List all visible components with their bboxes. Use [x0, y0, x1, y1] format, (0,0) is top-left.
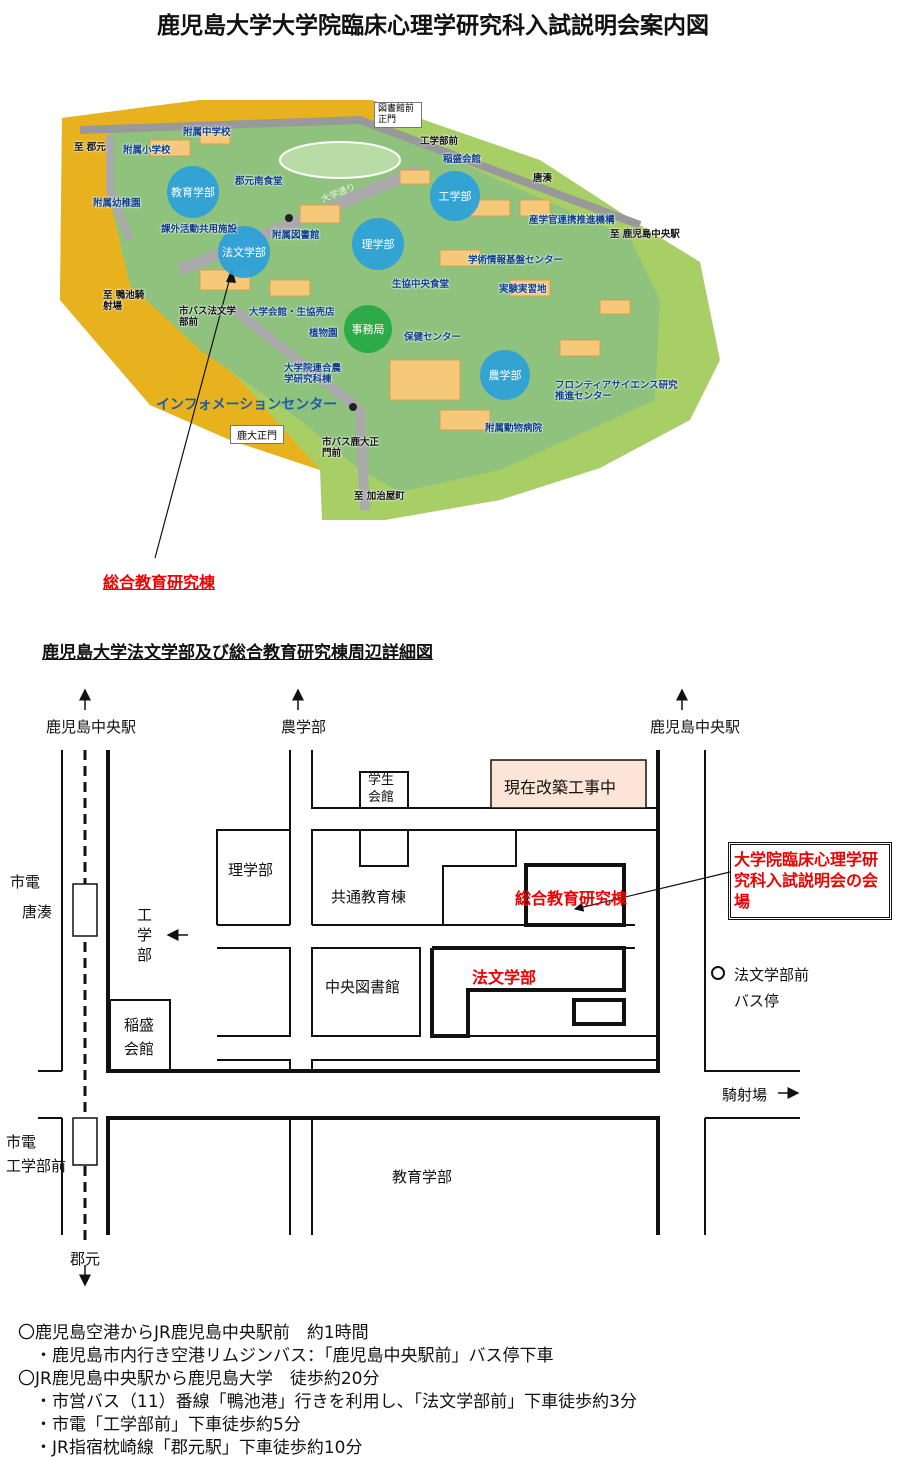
label-inamori-1: 稲盛: [124, 1016, 155, 1034]
campus-map: [60, 100, 720, 559]
label-cafeteria: 郡元南食堂: [235, 176, 283, 187]
label-toso: 唐湊: [22, 903, 53, 921]
access-note-4: ・市営バス（11）番線「鴨池港」行きを利用し、「法文学部前」下車徒歩約3分: [18, 1392, 637, 1412]
label-kogakubu: 工学部: [137, 906, 153, 964]
bus-stop-hobun: 市バス法文学部前: [179, 306, 237, 328]
label-chuo-left: 鹿児島中央駅: [46, 718, 137, 736]
label-sogo: 総合教育研究棟: [515, 889, 628, 908]
access-note-6: ・JR指宿枕崎線「郡元駅」下車徒歩約10分: [18, 1438, 363, 1457]
label-gakusei-2: 会館: [368, 790, 395, 805]
faculty-law: 法文学部: [218, 226, 270, 278]
detail-map: [38, 688, 800, 1287]
label-experiment-field: 実験実習地: [499, 284, 547, 295]
label-kishaba: 騎射場: [722, 1086, 768, 1104]
label-hobun: 法文学部: [472, 968, 537, 987]
label-rigakubu: 理学部: [228, 861, 274, 879]
label-construction: 現在改築工事中: [504, 778, 617, 797]
direction-kamoike: 至 鴨池騎射場: [103, 290, 145, 312]
info-center-label: インフォメーションセンター: [156, 397, 338, 413]
label-tram-1: 市電: [10, 873, 41, 891]
label-library: 附属図書館: [272, 230, 320, 241]
bus-stop-label: バス停: [734, 992, 780, 1010]
bus-stop-seimon: 市バス鹿大正門前: [322, 437, 380, 459]
direction-kagoshima-chuo: 至 鹿児島中央駅: [610, 229, 680, 240]
label-kyotsu: 共通教育棟: [331, 888, 407, 906]
label-junior-high: 附属中学校: [183, 127, 231, 138]
sogo-building-link[interactable]: 総合教育研究棟: [103, 573, 216, 592]
label-chuo-lib: 中央図書館: [325, 978, 401, 996]
label-inamori-2: 会館: [124, 1040, 155, 1058]
faculty-science: 理学部: [352, 218, 404, 270]
label-nogakubu: 農学部: [281, 718, 327, 736]
main-gate: 鹿大正門: [230, 425, 284, 444]
label-info-center-bldg: 学術情報基盤センター: [468, 255, 564, 266]
label-extracurricular: 課外活動共用施設: [161, 224, 238, 235]
access-note-2: ・鹿児島市内行き空港リムジンバス：「鹿児島中央駅前」バス停下車: [18, 1346, 554, 1366]
label-gakusei-1: 学生: [368, 773, 395, 788]
label-toso: 唐湊: [533, 173, 553, 184]
label-tram-2: 市電: [6, 1133, 37, 1151]
label-coop-cafeteria: 生協中央食堂: [392, 279, 450, 290]
access-note-3: 〇JR鹿児島中央駅から鹿児島大学 徒歩約20分: [18, 1369, 380, 1389]
faculty-agriculture: 農学部: [480, 350, 530, 400]
label-frontier: フロンティアサイエンス研究推進センター: [555, 380, 678, 402]
direction-korimoto: 至 郡元: [74, 142, 106, 153]
venue-callout: 大学院臨床心理学研究科入試説明会の会場: [728, 842, 892, 920]
label-elementary: 附属小学校: [123, 145, 171, 156]
label-chuo-right: 鹿児島中央駅: [650, 718, 741, 736]
direction-kajiyacho: 至 加治屋町: [354, 491, 405, 502]
label-kindergarten: 附属幼稚園: [93, 198, 141, 209]
label-sangaku: 産学官連携推進機構: [529, 215, 615, 226]
faculty-engineering: 工学部: [430, 171, 480, 221]
label-health: 保健センター: [404, 332, 462, 343]
faculty-education: 教育学部: [167, 166, 219, 218]
page-title: 鹿児島大学大学院臨床心理学研究科入試説明会案内図: [157, 13, 709, 39]
label-botanical: 植物園: [309, 328, 338, 339]
access-note-1: 〇鹿児島空港からJR鹿児島中央駅前 約1時間: [18, 1323, 369, 1343]
label-eng-front: 工学部前: [420, 136, 459, 147]
admin-office: 事務局: [344, 305, 392, 353]
label-inamori: 稲盛会館: [443, 154, 482, 165]
detail-map-title: 鹿児島大学法文学部及び総合教育研究棟周辺詳細図: [42, 643, 433, 663]
label-vet-hospital: 附属動物病院: [485, 423, 543, 434]
library-gate: 図書館前正門: [374, 102, 422, 128]
label-univ-hall: 大学会館・生協売店: [249, 307, 335, 318]
access-note-5: ・市電「工学部前」下車徒歩約5分: [18, 1415, 301, 1435]
label-korimoto: 郡元: [70, 1250, 101, 1268]
bus-stop-name: 法文学部前: [734, 966, 810, 984]
label-agri-grad: 大学院連合農学研究科棟: [284, 363, 342, 385]
label-kyoiku: 教育学部: [392, 1168, 453, 1186]
label-tram-stop: 工学部前: [6, 1157, 67, 1175]
